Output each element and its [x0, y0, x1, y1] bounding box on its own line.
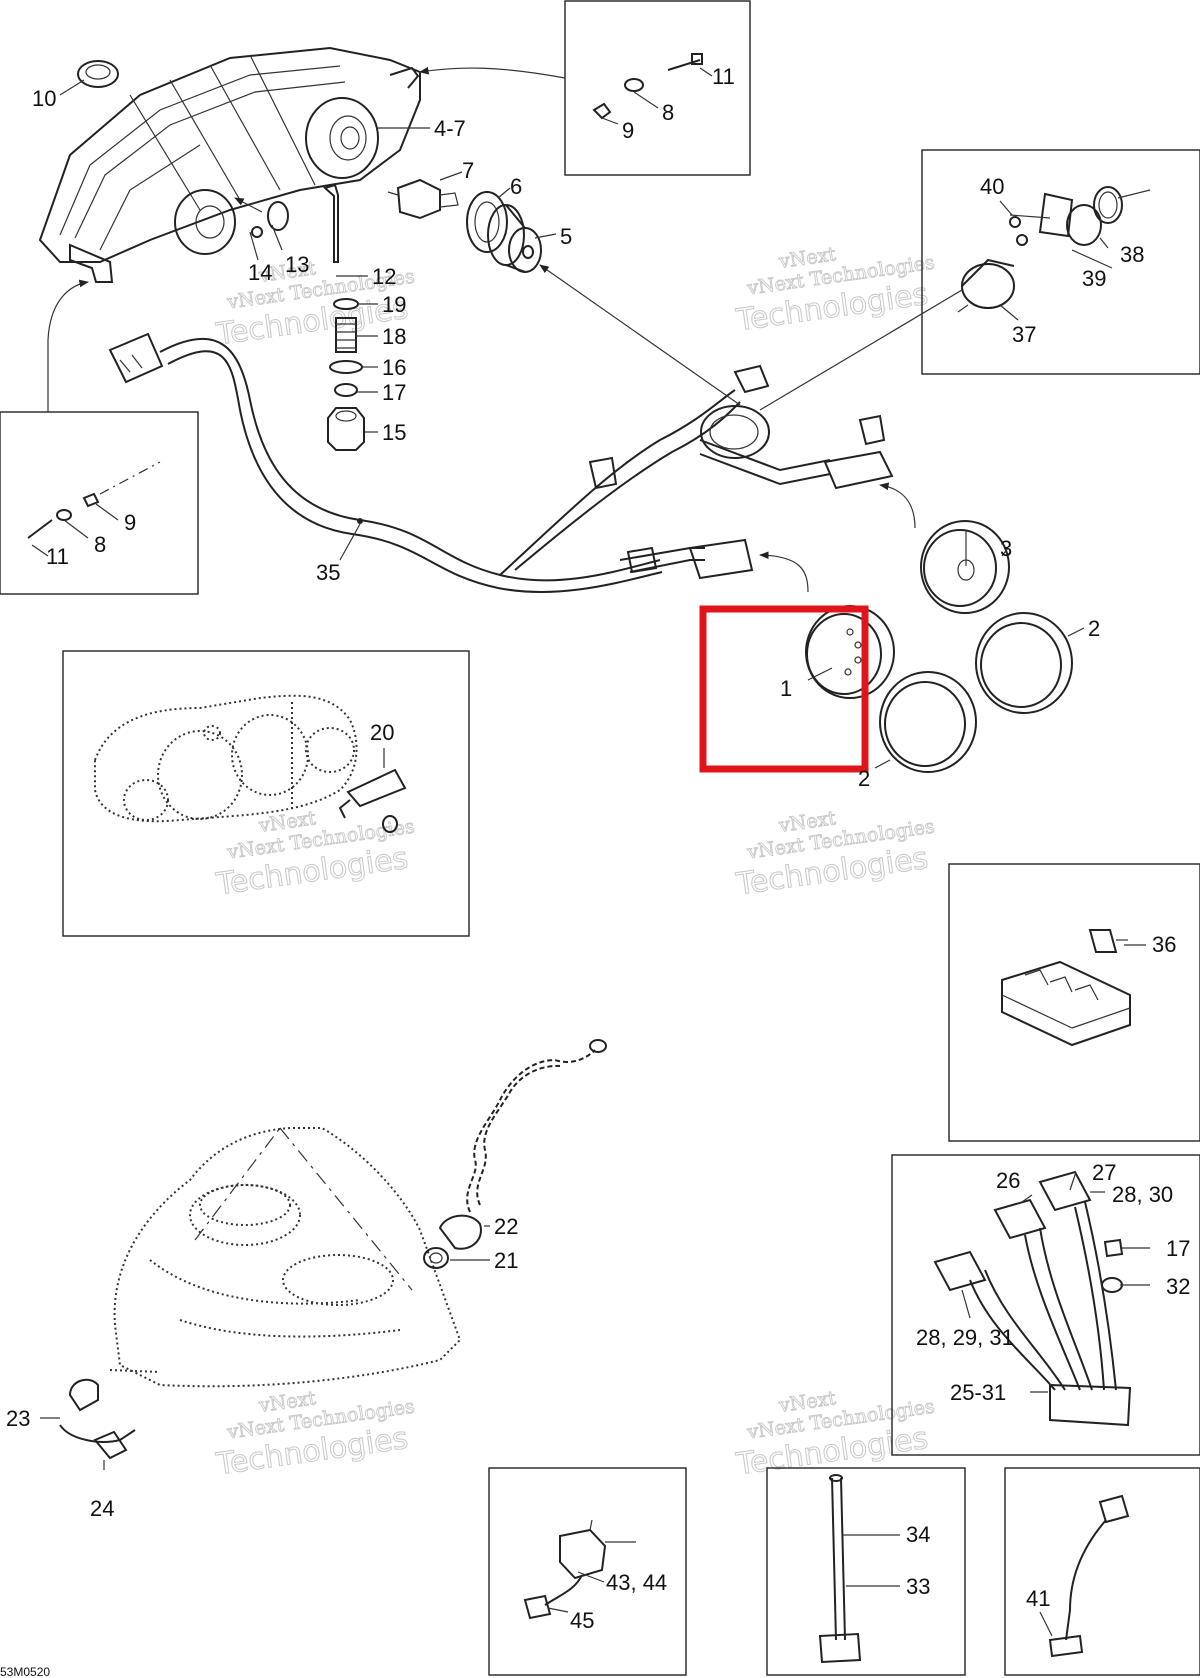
callout-6: 6 — [510, 174, 522, 199]
key-22 — [423, 1214, 482, 1269]
callout-28-30: 28, 30 — [1112, 1182, 1173, 1207]
watermark: vNext vNext Technologies Technologies vN… — [213, 243, 936, 1483]
highlight-box — [699, 605, 869, 773]
callout-13: 13 — [285, 252, 309, 277]
pointer-arrows — [47, 66, 963, 593]
instrument-cluster — [94, 694, 407, 833]
sensor-37-40 — [957, 186, 1151, 313]
callout-37: 37 — [1012, 322, 1036, 347]
callout-11-top: 11 — [712, 64, 735, 89]
callout-42-44: 43, 44 — [606, 1570, 667, 1595]
callout-23: 23 — [6, 1406, 30, 1431]
callout-22: 22 — [494, 1214, 518, 1239]
clip-10 — [77, 60, 119, 88]
headlamp-assembly — [38, 46, 421, 283]
bezel-2-left — [879, 671, 977, 773]
grommet-13 — [251, 201, 289, 238]
callout-24: 24 — [90, 1496, 114, 1521]
callout-14: 14 — [248, 260, 272, 285]
inset-probe — [1004, 1467, 1200, 1676]
callout-21: 21 — [494, 1248, 518, 1273]
callout-17-r: 17 — [1166, 1236, 1190, 1261]
callout-36: 36 — [1152, 932, 1176, 957]
callout-9-top: 9 — [622, 118, 634, 143]
gauge-1 — [805, 605, 895, 699]
bezel-2-right — [975, 612, 1073, 714]
probe-41 — [1048, 1494, 1130, 1658]
callout-8-left: 8 — [94, 532, 106, 557]
callout-10: 10 — [32, 86, 56, 111]
callout-5: 5 — [560, 224, 572, 249]
leader-lines — [31, 67, 1150, 1637]
callout-26: 26 — [996, 1168, 1020, 1193]
ring-6 — [466, 191, 508, 253]
inset-bracket-screws — [0, 411, 199, 595]
callout-8-top: 8 — [662, 100, 674, 125]
callout-2-left: 2 — [858, 766, 870, 791]
callout-3: 3 — [1000, 536, 1012, 561]
callout-1: 1 — [780, 676, 792, 701]
callout-20: 20 — [370, 720, 394, 745]
callout-39: 39 — [1082, 266, 1106, 291]
gauge-3 — [920, 520, 1010, 614]
callout-41: 41 — [1026, 1586, 1050, 1611]
callout-11-left: 11 — [46, 544, 69, 569]
callout-40: 40 — [980, 174, 1004, 199]
callout-7: 7 — [462, 158, 474, 183]
callout-32: 32 — [1166, 1274, 1190, 1299]
callout-12: 12 — [372, 264, 396, 289]
inset-valve — [488, 1467, 687, 1676]
screw-11-top — [592, 53, 703, 120]
rectifier-25-31 — [933, 1170, 1132, 1427]
inset-rectifier — [891, 1154, 1200, 1456]
callout-2-right: 2 — [1088, 616, 1100, 641]
inset-ambient-sensor — [921, 149, 1200, 375]
inset-headlamp-screws — [564, 0, 751, 176]
console-bezel — [109, 1127, 462, 1388]
inset-relay — [948, 863, 1200, 1142]
callout-15: 15 — [382, 420, 406, 445]
callout-25-31: 25-31 — [950, 1380, 1006, 1405]
cap-5 — [487, 204, 542, 273]
inset-sender — [766, 1467, 966, 1676]
callout-27: 27 — [1092, 1160, 1116, 1185]
tether-coil — [466, 1039, 607, 1213]
callout-43-44: 45 — [570, 1608, 594, 1633]
callout-labels: 10 4-7 7 6 5 11 8 9 13 14 12 19 18 16 17… — [6, 64, 1190, 1633]
switch-23-24 — [59, 1378, 136, 1460]
screw-11-left — [27, 461, 161, 539]
callout-34: 34 — [906, 1522, 930, 1547]
callout-4-7: 4-7 — [434, 116, 466, 141]
callout-33: 33 — [906, 1574, 930, 1599]
diagram-code: 53M0520 — [0, 1665, 50, 1678]
callout-17: 17 — [382, 380, 406, 405]
wiring-harness-35 — [108, 332, 894, 593]
callout-38: 38 — [1120, 242, 1144, 267]
valve-45 — [523, 1519, 607, 1620]
callout-35: 35 — [316, 560, 340, 585]
inset-cluster — [62, 650, 470, 937]
callout-9-left: 9 — [124, 510, 136, 535]
callout-18: 18 — [382, 324, 406, 349]
relay-36 — [1001, 929, 1131, 1047]
sender-33-34 — [818, 1474, 862, 1664]
bulb-7 — [387, 178, 459, 220]
callout-19: 19 — [382, 292, 406, 317]
callout-16: 16 — [382, 355, 406, 380]
callout-28-29-31: 28, 29, 31 — [916, 1325, 1014, 1350]
